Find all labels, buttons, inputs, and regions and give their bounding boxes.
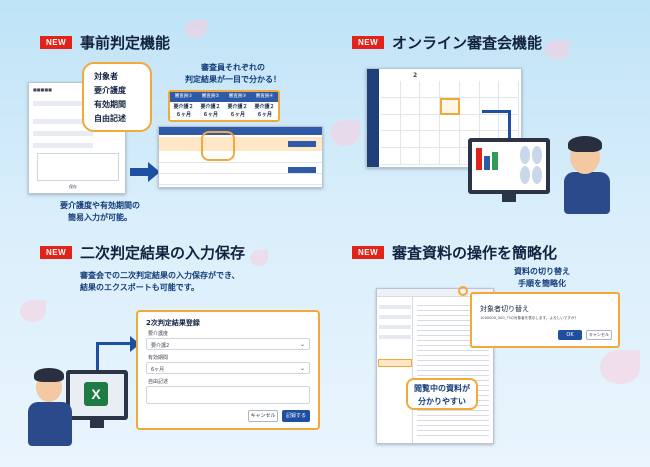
bubble-item: 有効期間 (94, 100, 126, 109)
switch-callout: 資料の切り替え 手順を簡略化 (514, 267, 570, 288)
dialog-title: 対象者切り替え (480, 305, 529, 313)
judge-result: 要介護２ ６ヶ月 (200, 104, 221, 118)
note-label: 自由記述 (148, 379, 169, 385)
period-label: 有効期間 (148, 355, 169, 361)
new-badge: NEW (352, 246, 385, 259)
chevron-down-icon: ⌄ (299, 365, 305, 372)
dialog-title: 2次判定結果登録 (146, 319, 200, 327)
section-description: 審査会での二次判定結果の入力保存ができ、 結果のエクスポートも可能です。 (80, 271, 240, 292)
field-list-bubble: 対象者 要介護度 有効期間 自由記述 (82, 62, 152, 132)
new-badge: NEW (40, 36, 73, 49)
section-description: 要介護度や有効期間の 簡易入力が可能。 (60, 201, 140, 222)
section-title: オンライン審査会機能 (392, 34, 543, 52)
video-call-monitor (468, 138, 550, 194)
period-select[interactable]: 6ヶ月 ⌄ (146, 362, 310, 374)
toolbar-highlight (458, 286, 468, 296)
flow-connector (482, 110, 510, 113)
person-hair (34, 368, 64, 382)
dialog-message: 1000000_000_??の対象者を表示します。よろしいですか？ (480, 316, 579, 320)
flow-connector (508, 110, 511, 150)
new-badge: NEW (352, 36, 385, 49)
free-text-area[interactable] (37, 153, 119, 181)
second-judgment-dialog: 2次判定結果登録 要介護度 要介護2 ⌄ 有効期間 6ヶ月 ⌄ 自由記述 キャン… (136, 310, 320, 430)
cancel-button[interactable]: キャンセル (586, 330, 612, 340)
excel-icon: X (84, 382, 108, 406)
save-button[interactable]: 記録する (282, 410, 310, 422)
section-online-review: NEW オンライン審査会機能 2 (330, 0, 650, 230)
section-document-operation: NEW 審査資料の操作を簡略化 資料の切り替え 手順を簡略化 対象者切り替え 1… (330, 232, 650, 467)
note-textarea[interactable] (146, 386, 310, 404)
flow-arrow (130, 168, 150, 176)
form-save-button[interactable]: 保存 (69, 184, 77, 189)
blossom-decoration (20, 300, 46, 322)
section-title: 事前判定機能 (80, 34, 171, 52)
flow-connector (96, 342, 99, 386)
judge-header: 審査員④ (255, 94, 274, 99)
section-pre-judgment: NEW 事前判定機能 ■■■■■ 保存 対象者 要介護度 有効期間 自由記述 審… (0, 0, 330, 230)
arrow-head (130, 336, 140, 352)
judge-header: 審査員② (201, 94, 220, 99)
judge-result: 要介護２ ６ヶ月 (254, 104, 275, 118)
person-hair (568, 136, 602, 152)
person-illustration (28, 402, 72, 446)
blossom-decoration (185, 20, 207, 38)
bubble-item: 自由記述 (94, 114, 126, 123)
ok-button[interactable]: OK (558, 330, 582, 340)
cancel-button[interactable]: キャンセル (248, 410, 278, 422)
person-illustration (564, 172, 610, 214)
switch-subject-dialog: 対象者切り替え 1000000_000_??の対象者を表示します。よろしいですか… (470, 292, 620, 348)
care-level-select[interactable]: 要介護2 ⌄ (146, 338, 310, 350)
blossom-decoration (545, 40, 569, 60)
judge-result: 要介護２ ６ヶ月 (227, 104, 248, 118)
blossom-decoration (600, 350, 640, 384)
calendar-month: 2 (413, 72, 418, 79)
arrow-head (148, 162, 160, 182)
bubble-item: 要介護度 (94, 86, 126, 95)
section-second-judgment: NEW 二次判定結果の入力保存 審査会での二次判定結果の入力保存ができ、 結果の… (0, 232, 330, 467)
care-level-label: 要介護度 (148, 331, 169, 337)
judge-header: 審査員③ (228, 94, 247, 99)
judge-header: 審査員① (174, 94, 193, 99)
judges-callout: 審査員それぞれの 判定結果が一目で分かる！ (185, 63, 281, 84)
chevron-down-icon: ⌄ (299, 341, 305, 348)
judgment-table-screen (158, 126, 323, 188)
bubble-item: 対象者 (94, 72, 118, 81)
judge-result: 要介護２ ６ヶ月 (173, 104, 194, 118)
blossom-decoration (330, 120, 360, 146)
excel-monitor: X (66, 370, 128, 420)
blossom-decoration (250, 250, 268, 266)
current-doc-callout: 閲覧中の資料が 分かりやすい (406, 378, 478, 410)
new-badge: NEW (40, 246, 73, 259)
judges-results-box: 審査員① 審査員② 審査員③ 審査員④ 要介護２ ６ヶ月 要介護２ ６ヶ月 要介… (168, 90, 280, 122)
flow-connector (96, 342, 132, 345)
section-title: 審査資料の操作を簡略化 (392, 244, 558, 262)
section-title: 二次判定結果の入力保存 (80, 244, 246, 262)
